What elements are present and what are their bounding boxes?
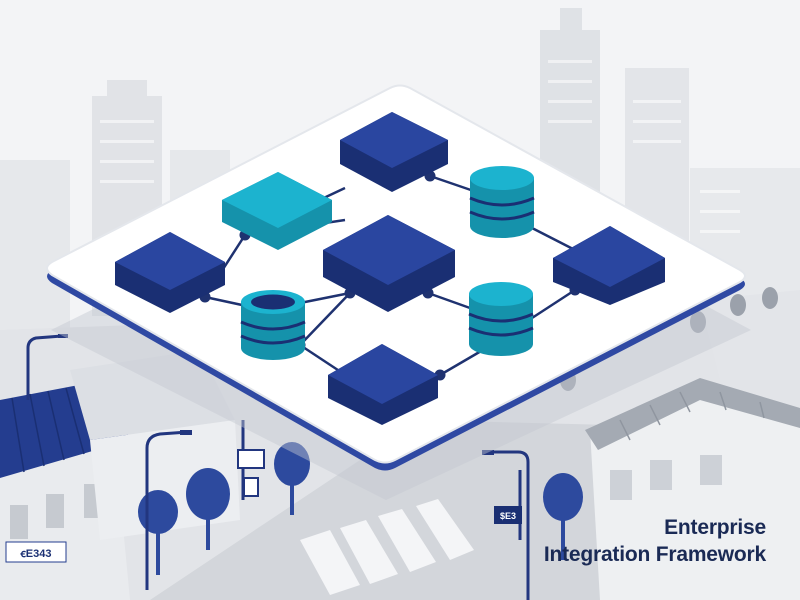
building-right (585, 290, 800, 600)
pole-sign (494, 506, 522, 524)
server-block-icon (328, 344, 438, 425)
database-cylinder-icon (468, 282, 534, 356)
server-block-icon (323, 215, 455, 312)
database-cylinder-icon (469, 166, 535, 238)
street-lamps (26, 334, 530, 600)
database-cylinder-icon (240, 290, 306, 360)
server-block-icon (340, 112, 448, 192)
title-line-2: Integration Framework (543, 543, 766, 566)
crosswalk (300, 499, 474, 595)
lamp-heads (58, 334, 494, 455)
pole-sign-text: $E3 (500, 511, 516, 521)
shop-sign (5, 541, 67, 563)
server-block-icon (222, 172, 332, 250)
server-block-icon (115, 232, 225, 313)
illustration-title: Enterprise Integration Framework (544, 514, 766, 568)
street-signs: $E3 (237, 449, 522, 524)
server-block-icon (553, 226, 665, 305)
title-line-1: Enterprise (664, 516, 766, 539)
shop-sign-text: ꞓE343 (20, 548, 52, 560)
